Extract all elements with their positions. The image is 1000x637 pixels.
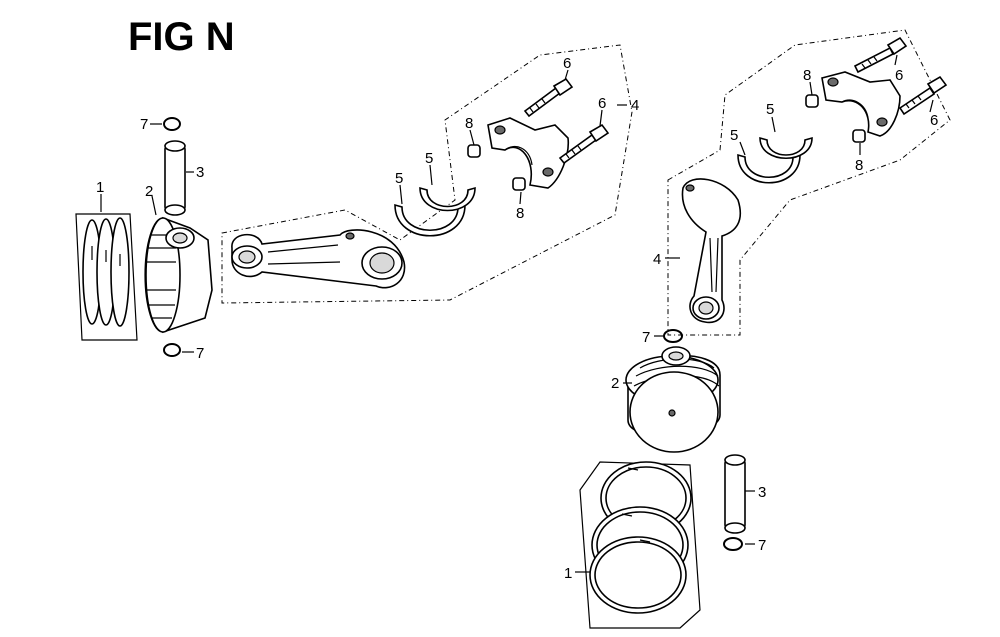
left-callout-5a: 5	[395, 170, 403, 187]
right-callout-1: 1	[564, 565, 572, 582]
right-dowel-lower	[852, 129, 866, 143]
left-connecting-rod	[231, 229, 406, 289]
right-piston-rings	[579, 461, 701, 629]
right-leader-lines	[575, 54, 934, 573]
right-callout-7a: 7	[642, 329, 650, 346]
right-dowel-upper	[805, 94, 819, 108]
left-rod-cap	[487, 117, 570, 189]
left-circlip-bottom	[163, 343, 181, 357]
right-rod-kit-outline	[667, 29, 951, 336]
right-callout-7b: 7	[758, 537, 766, 554]
right-callout-2: 2	[611, 375, 619, 392]
left-leader-lines	[100, 69, 627, 353]
left-piston	[144, 216, 213, 334]
right-callout-8b: 8	[855, 157, 863, 174]
right-callout-8a: 8	[803, 67, 811, 84]
left-cap-bolt-lower	[558, 123, 610, 165]
right-callout-3: 3	[758, 484, 766, 501]
left-cap-bolt-upper	[523, 77, 574, 118]
right-callout-6b: 6	[930, 112, 938, 129]
left-dowel-upper	[467, 144, 481, 158]
left-dowel-lower	[512, 177, 526, 191]
left-callout-1: 1	[96, 179, 104, 196]
left-callout-4: 4	[631, 97, 639, 114]
left-circlip-top	[163, 117, 181, 131]
right-piston	[625, 346, 721, 453]
right-circlip-top	[663, 329, 683, 343]
right-circlip-bottom	[723, 537, 743, 551]
figure-title: FIG N	[128, 15, 235, 59]
right-cap-bolt-upper	[853, 36, 908, 74]
right-assembly: 1 2 3 4 5 5 6 6 7 7 8 8	[564, 29, 951, 629]
left-assembly: 1 2 3 4 5 5 6 6 7 7 8 8	[75, 44, 639, 362]
right-connecting-rod	[681, 178, 742, 324]
left-callout-7a: 7	[140, 116, 148, 133]
right-callout-6a: 6	[895, 67, 903, 84]
left-callout-6a: 6	[563, 55, 571, 72]
left-callout-3: 3	[196, 164, 204, 181]
right-callout-4: 4	[653, 251, 661, 268]
left-callout-7b: 7	[196, 345, 204, 362]
right-callout-5a: 5	[730, 127, 738, 144]
left-piston-rings	[75, 213, 138, 341]
right-piston-pin	[724, 454, 746, 534]
left-callout-5b: 5	[425, 150, 433, 167]
left-callout-6b: 6	[598, 95, 606, 112]
right-rod-cap	[821, 71, 901, 137]
left-callout-8a: 8	[465, 115, 473, 132]
left-piston-pin	[164, 140, 186, 216]
right-callout-5b: 5	[766, 101, 774, 118]
left-rod-kit-outline	[221, 44, 633, 304]
right-bearing-halves	[737, 136, 813, 184]
left-callout-8b: 8	[516, 205, 524, 222]
left-bearing-halves	[394, 186, 476, 237]
right-cap-bolt-lower	[898, 75, 948, 116]
left-callout-2: 2	[145, 183, 153, 200]
